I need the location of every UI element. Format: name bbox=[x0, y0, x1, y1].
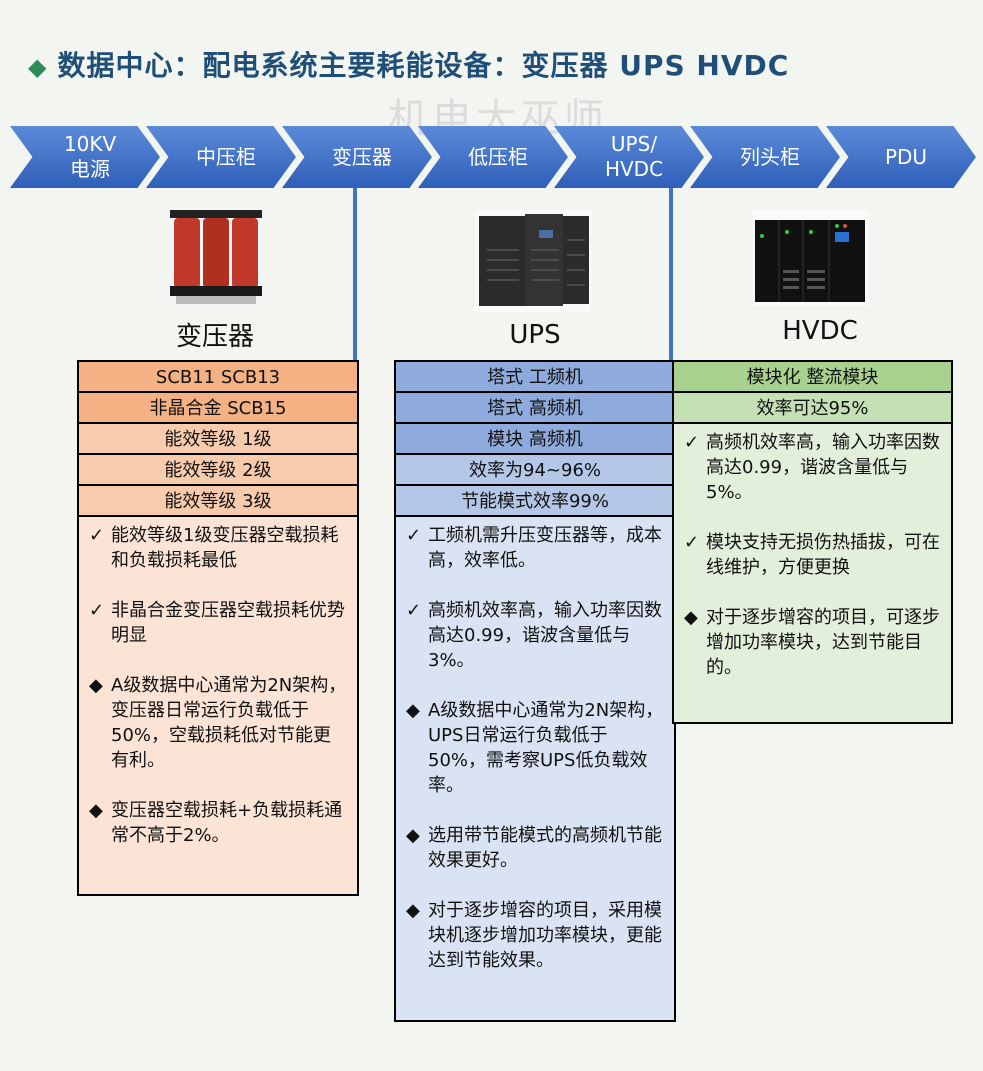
note-item: ◆选用带节能模式的高频机节能效果更好。 bbox=[406, 825, 662, 871]
check-icon: ✓ bbox=[406, 525, 422, 546]
transformer-notes: ✓能效等级1级变压器空载损耗和负载损耗最低 ✓非晶合金变压器空载损耗优势明显 ◆… bbox=[79, 517, 357, 883]
transformer-row: 非晶合金 SCB15 bbox=[79, 393, 357, 424]
check-icon: ✓ bbox=[89, 600, 105, 621]
flow-step-mv-cabinet: 中压柜 bbox=[146, 126, 296, 188]
diamond-icon: ◆ bbox=[406, 700, 420, 721]
diamond-icon: ◆ bbox=[406, 825, 420, 846]
ups-spec-table: 塔式 工频机 塔式 高频机 模块 高频机 效率为94~96% 节能模式效率99%… bbox=[394, 360, 676, 1022]
page-title: ◆ 数据中心：配电系统主要耗能设备：变压器 UPS HVDC bbox=[28, 44, 789, 84]
flow-step-ups-hvdc: UPS/ HVDC bbox=[554, 126, 704, 188]
flow-step-lv-cabinet: 低压柜 bbox=[418, 126, 568, 188]
flow-step-transformer: 变压器 bbox=[282, 126, 432, 188]
diamond-icon: ◆ bbox=[89, 800, 103, 821]
ups-cabinet-image bbox=[475, 210, 591, 312]
ups-row: 塔式 高频机 bbox=[396, 393, 674, 424]
ups-row: 塔式 工频机 bbox=[396, 362, 674, 393]
page-title-text: 数据中心：配电系统主要耗能设备：变压器 UPS HVDC bbox=[57, 49, 790, 82]
transformer-spec-table: SCB11 SCB13 非晶合金 SCB15 能效等级 1级 能效等级 2级 能… bbox=[77, 360, 359, 896]
flow-step-column-cabinet: 列头柜 bbox=[690, 126, 840, 188]
flow-step-10kv: 10KV 电源 bbox=[10, 126, 160, 188]
note-item: ◆A级数据中心通常为2N架构，UPS日常运行负载低于50%，需考察UPS低负载效… bbox=[406, 700, 664, 796]
note-item: ✓模块支持无损伤热插拔，可在线维护，方便更换 bbox=[684, 532, 940, 578]
note-item: ✓能效等级1级变压器空载损耗和负载损耗最低 bbox=[89, 525, 339, 571]
diamond-icon: ◆ bbox=[684, 607, 698, 628]
ups-row: 效率为94~96% bbox=[396, 455, 674, 486]
diamond-icon: ◆ bbox=[89, 675, 103, 696]
ups-notes: ✓工频机需升压变压器等，成本高，效率低。 ✓高频机效率高，输入功率因数高达0.9… bbox=[396, 517, 674, 1008]
ups-row: 节能模式效率99% bbox=[396, 486, 674, 517]
ups-row: 模块 高频机 bbox=[396, 424, 674, 455]
diamond-bullet-icon: ◆ bbox=[28, 53, 48, 81]
hvdc-notes: ✓高频机效率高，输入功率因数高达0.99，谐波含量低与5%。 ✓模块支持无损伤热… bbox=[674, 424, 951, 715]
hvdc-row: 效率可达95% bbox=[674, 393, 951, 424]
connector-line-transformer bbox=[353, 188, 357, 360]
note-item: ✓高频机效率高，输入功率因数高达0.99，谐波含量低与5%。 bbox=[684, 432, 940, 503]
check-icon: ✓ bbox=[684, 432, 700, 453]
note-item: ✓工频机需升压变压器等，成本高，效率低。 bbox=[406, 525, 662, 571]
note-item: ✓高频机效率高，输入功率因数高达0.99，谐波含量低与3%。 bbox=[406, 600, 662, 671]
hvdc-cabinet-image bbox=[753, 210, 869, 306]
check-icon: ✓ bbox=[89, 525, 105, 546]
note-item: ◆对于逐步增容的项目，采用模块机逐步增加功率模块，更能达到节能效果。 bbox=[406, 900, 662, 971]
check-icon: ✓ bbox=[684, 532, 700, 553]
note-item: ◆变压器空载损耗+负载损耗通常不高于2%。 bbox=[89, 800, 343, 846]
transformer-row: SCB11 SCB13 bbox=[79, 362, 357, 393]
transformer-row: 能效等级 2级 bbox=[79, 455, 357, 486]
note-item: ◆对于逐步增容的项目，可逐步增加功率模块，达到节能目的。 bbox=[684, 607, 940, 678]
note-item: ◆A级数据中心通常为2N架构，变压器日常运行负载低于50%，空载损耗低对节能更有… bbox=[89, 675, 347, 771]
note-item: ✓非晶合金变压器空载损耗优势明显 bbox=[89, 600, 345, 646]
diamond-icon: ◆ bbox=[406, 900, 420, 921]
transformer-row: 能效等级 3级 bbox=[79, 486, 357, 517]
hvdc-row: 模块化 整流模块 bbox=[674, 362, 951, 393]
ups-label: UPS bbox=[509, 320, 561, 350]
hvdc-label: HVDC bbox=[782, 316, 858, 346]
check-icon: ✓ bbox=[406, 600, 422, 621]
power-flow-chevrons: 10KV 电源 中压柜 变压器 低压柜 UPS/ HVDC 列头柜 PDU bbox=[10, 126, 980, 188]
transformer-image bbox=[166, 206, 266, 308]
flow-step-pdu: PDU bbox=[826, 126, 976, 188]
transformer-label: 变压器 bbox=[175, 322, 254, 352]
transformer-row: 能效等级 1级 bbox=[79, 424, 357, 455]
hvdc-spec-table: 模块化 整流模块 效率可达95% ✓高频机效率高，输入功率因数高达0.99，谐波… bbox=[672, 360, 953, 724]
